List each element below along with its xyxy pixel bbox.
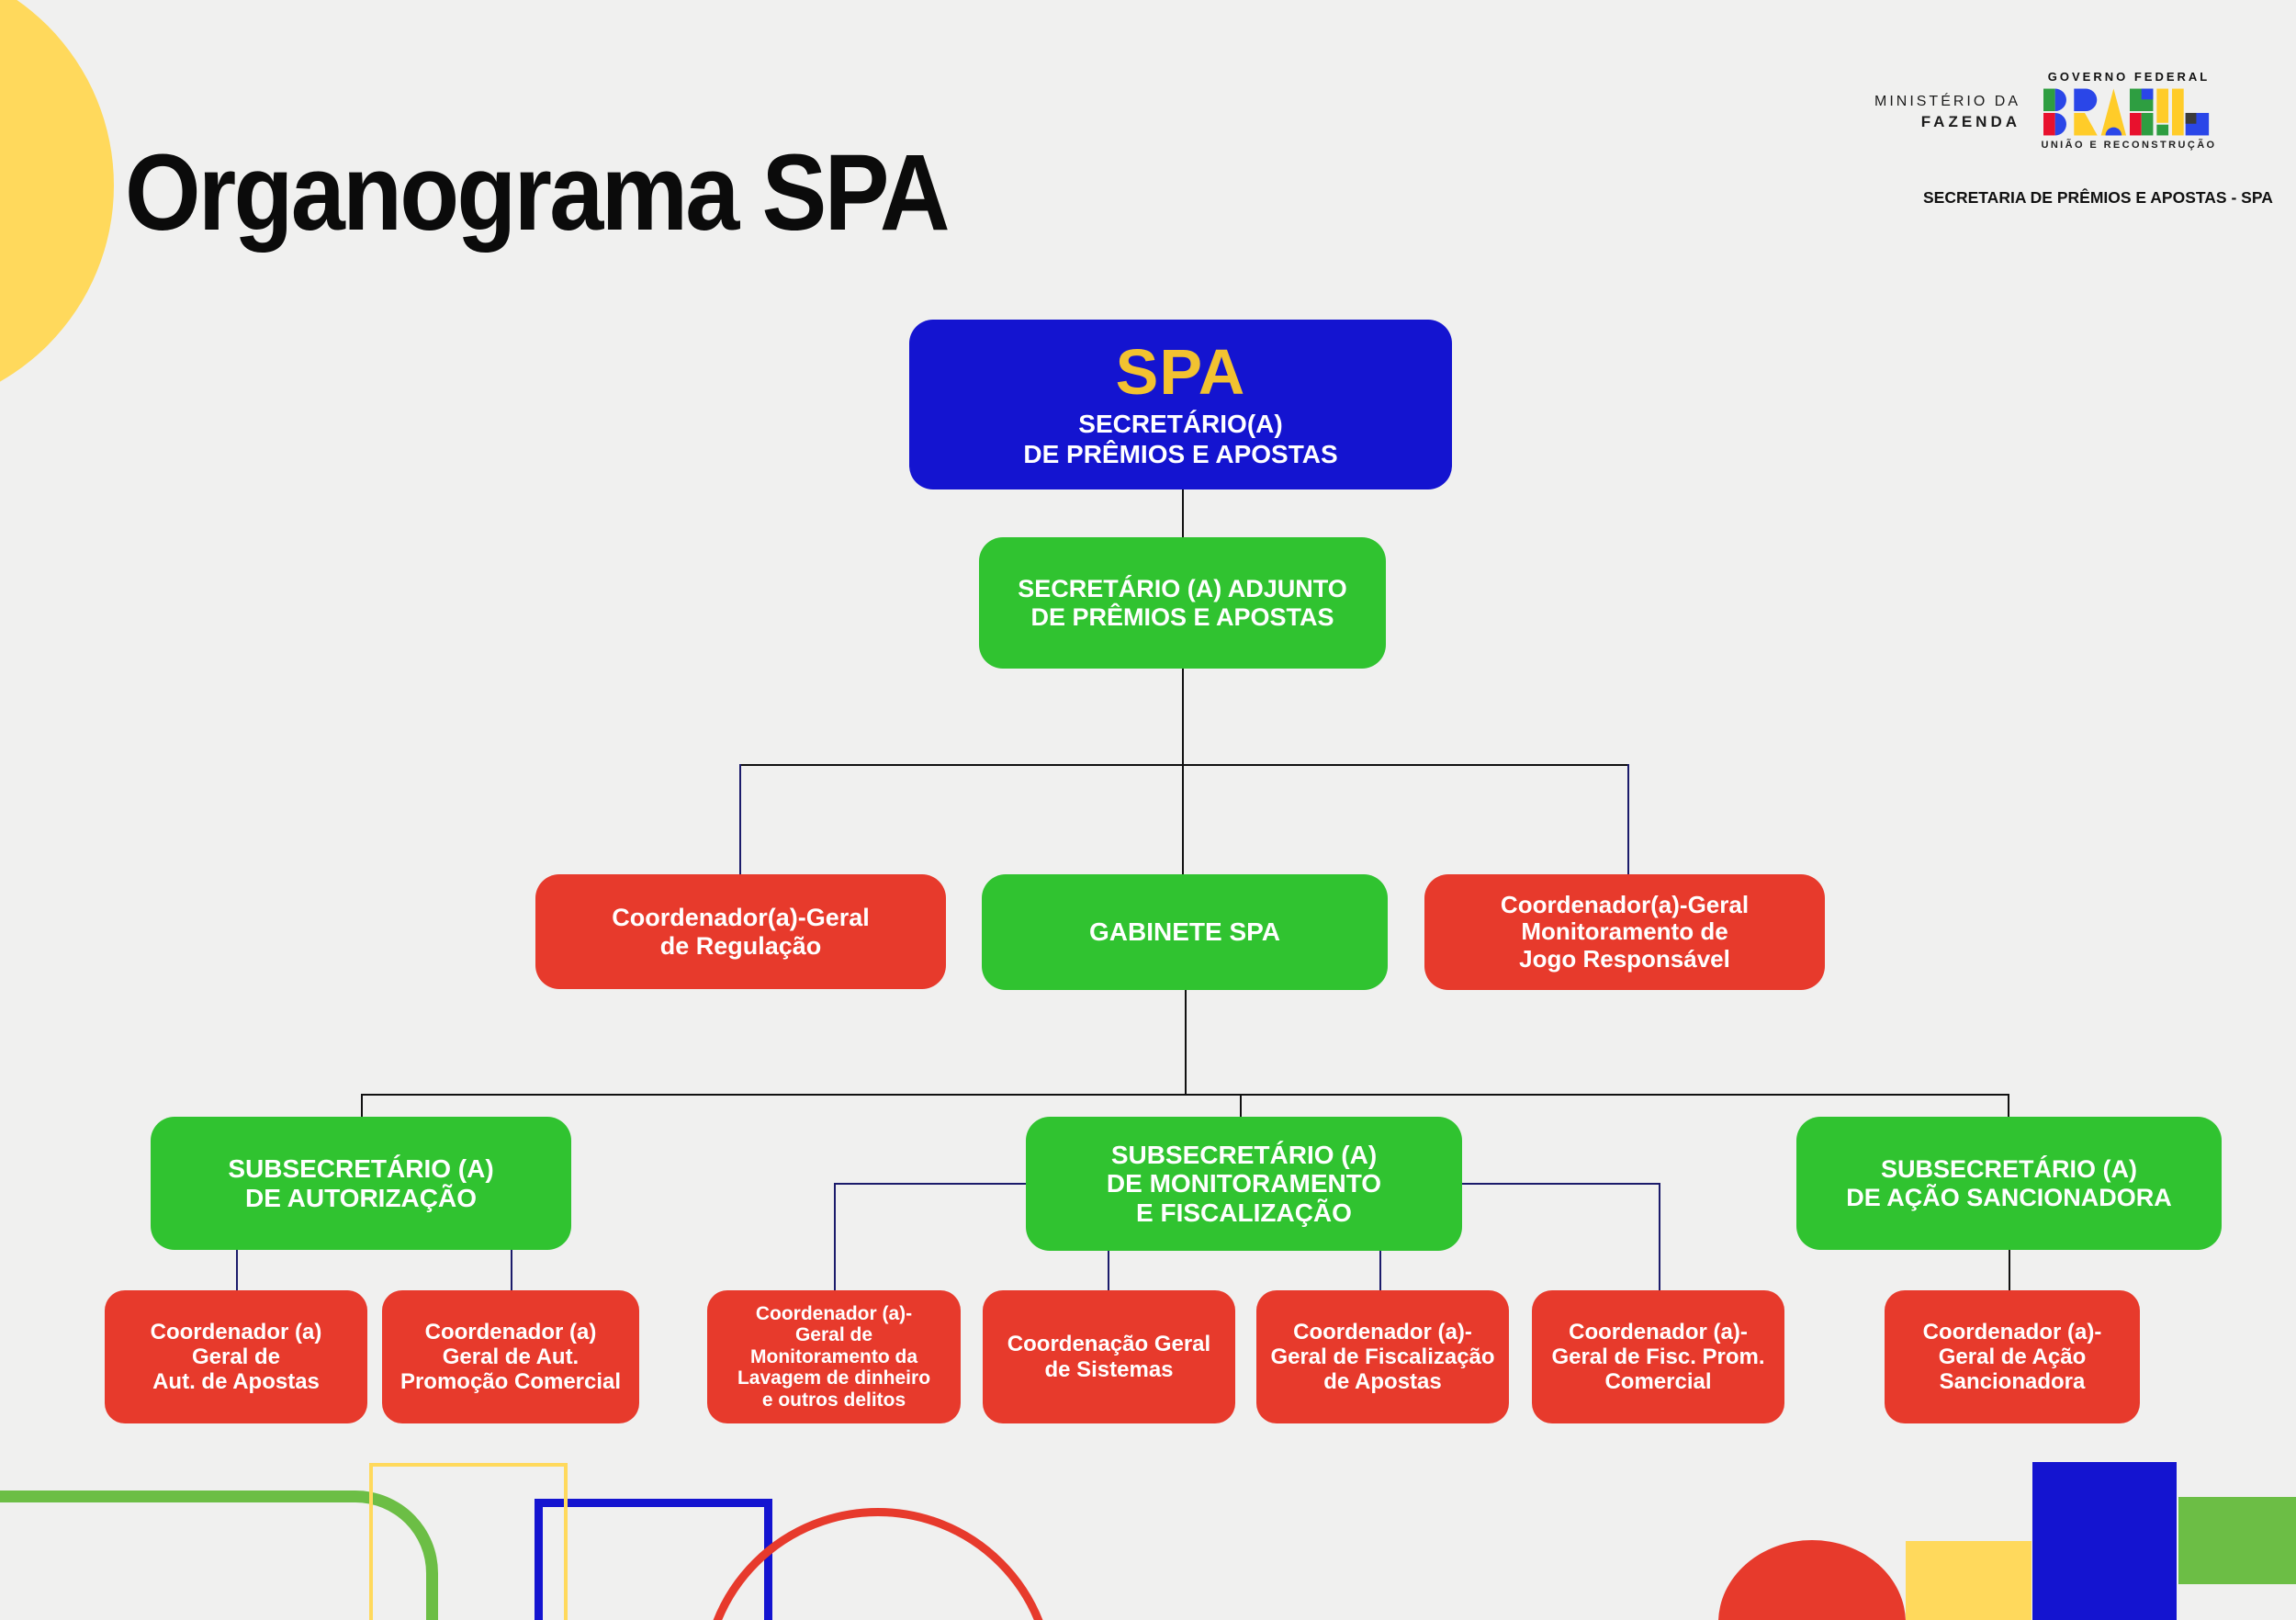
governo-federal-block: GOVERNO FEDERAL UN xyxy=(2041,70,2217,151)
connector xyxy=(1627,764,1629,874)
box-label: Coordenador (a)- Geral de Fisc. Prom. Co… xyxy=(1551,1319,1765,1395)
secretaria-spa-label: SECRETARIA DE PRÊMIOS E APOSTAS - SPA xyxy=(1923,188,2273,207)
connector xyxy=(236,1250,238,1291)
connector xyxy=(2009,1250,2010,1291)
box-label: Coordenador (a) Geral de Aut. de Apostas xyxy=(150,1319,322,1395)
decor-yellow-circle-topleft xyxy=(0,0,114,411)
org-box-secretario-adjunto: SECRETÁRIO (A) ADJUNTO DE PRÊMIOS E APOS… xyxy=(979,537,1386,669)
decor-red-dome xyxy=(1718,1540,1906,1620)
org-box-cg-regulacao: Coordenador(a)-Geral de Regulação xyxy=(535,874,946,989)
org-box-cg-aut-apostas: Coordenador (a) Geral de Aut. de Apostas xyxy=(105,1290,367,1423)
decor-green-rect-fill xyxy=(2178,1497,2296,1584)
connector xyxy=(511,1250,512,1291)
decor-yellow-rect-outline xyxy=(369,1463,568,1620)
connector xyxy=(2008,1094,2009,1119)
box-label: Coordenador(a)-Geral de Regulação xyxy=(612,904,870,960)
connector xyxy=(1379,1250,1381,1291)
org-box-gabinete-spa: GABINETE SPA xyxy=(982,874,1388,990)
connector xyxy=(739,764,1629,766)
org-box-cg-jogo-responsavel: Coordenador(a)-Geral Monitoramento de Jo… xyxy=(1424,874,1825,990)
connector xyxy=(834,1183,1027,1185)
connector xyxy=(1659,1183,1660,1291)
org-box-cg-fisc-promocao: Coordenador (a)- Geral de Fisc. Prom. Co… xyxy=(1532,1290,1784,1423)
connector xyxy=(1108,1250,1109,1291)
box-label: SUBSECRETÁRIO (A) DE AÇÃO SANCIONADORA xyxy=(1846,1155,2172,1211)
org-box-coordenacao-sistemas: Coordenação Geral de Sistemas xyxy=(983,1290,1235,1423)
uniao-reconstrucao-label: UNIÃO E RECONSTRUÇÃO xyxy=(2041,140,2217,151)
org-box-sub-sancionadora: SUBSECRETÁRIO (A) DE AÇÃO SANCIONADORA xyxy=(1796,1117,2222,1250)
box-label: Coordenador (a)- Geral de Ação Sancionad… xyxy=(1922,1319,2102,1395)
box-label: SUBSECRETÁRIO (A) DE MONITORAMENTO E FIS… xyxy=(1106,1140,1382,1227)
connector xyxy=(1462,1183,1660,1185)
org-box-sub-monitoramento: SUBSECRETÁRIO (A) DE MONITORAMENTO E FIS… xyxy=(1026,1117,1462,1251)
connector xyxy=(1185,990,1187,1094)
box-label: Coordenador (a) Geral de Aut. Promoção C… xyxy=(400,1319,622,1395)
decor-blue-rect-fill xyxy=(2032,1462,2177,1620)
page-title: Organograma SPA xyxy=(125,132,951,253)
decor-yellow-rect-fill xyxy=(1906,1541,2032,1620)
box-label: SECRETÁRIO (A) ADJUNTO DE PRÊMIOS E APOS… xyxy=(1018,575,1347,631)
spa-label: SECRETÁRIO(A) DE PRÊMIOS E APOSTAS xyxy=(1023,410,1338,468)
connector xyxy=(1240,1094,1242,1119)
org-box-cg-aut-promocao: Coordenador (a) Geral de Aut. Promoção C… xyxy=(382,1290,639,1423)
box-label: Coordenação Geral de Sistemas xyxy=(1007,1332,1211,1382)
ministry-block: MINISTÉRIO DA FAZENDA xyxy=(1791,94,2020,131)
connector xyxy=(361,1094,363,1119)
box-label: Coordenador (a)- Geral de Fiscalização d… xyxy=(1270,1319,1495,1395)
org-box-cg-fiscalizacao-apostas: Coordenador (a)- Geral de Fiscalização d… xyxy=(1256,1290,1509,1423)
connector xyxy=(1182,489,1184,537)
box-label: SUBSECRETÁRIO (A) DE AUTORIZAÇÃO xyxy=(228,1153,494,1212)
connector xyxy=(834,1183,836,1291)
org-box-secretario-spa: SPA SECRETÁRIO(A) DE PRÊMIOS E APOSTAS xyxy=(909,320,1452,489)
connector xyxy=(739,764,741,874)
org-box-cg-acao-sancionadora: Coordenador (a)- Geral de Ação Sancionad… xyxy=(1885,1290,2140,1423)
org-box-sub-autorizacao: SUBSECRETÁRIO (A) DE AUTORIZAÇÃO xyxy=(151,1117,571,1250)
ministry-line2: FAZENDA xyxy=(1920,113,2020,130)
connector xyxy=(1182,764,1184,874)
brasil-logo-icon xyxy=(2043,88,2210,136)
box-label: Coordenador (a)- Geral de Monitoramento … xyxy=(737,1302,931,1411)
spa-acronym: SPA xyxy=(1115,336,1246,409)
org-box-cg-lavagem: Coordenador (a)- Geral de Monitoramento … xyxy=(707,1290,961,1423)
connector xyxy=(1182,669,1184,766)
ministry-line1: MINISTÉRIO DA xyxy=(1874,94,2020,109)
governo-federal-label: GOVERNO FEDERAL xyxy=(2047,70,2211,84)
box-label: GABINETE SPA xyxy=(1089,917,1280,947)
box-label: Coordenador(a)-Geral Monitoramento de Jo… xyxy=(1500,890,1750,973)
connector xyxy=(361,1094,2009,1096)
